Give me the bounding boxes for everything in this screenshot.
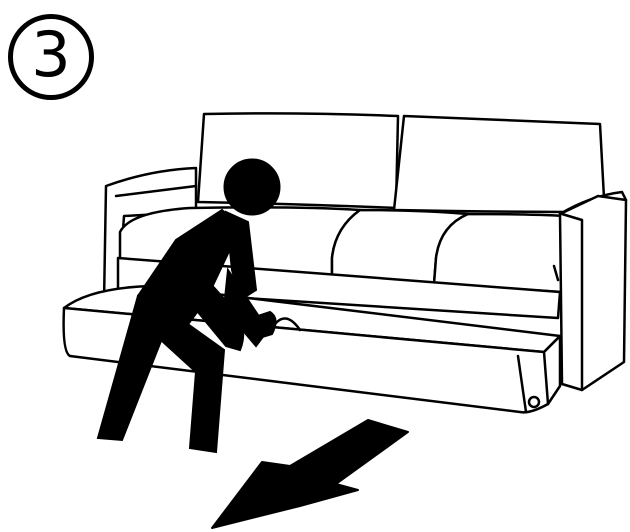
back-cushion-right <box>394 116 604 212</box>
seat-cushion-right <box>434 214 566 292</box>
caster-wheel <box>529 397 539 407</box>
arrow-icon <box>212 420 408 528</box>
person-head <box>224 159 280 215</box>
right-armrest <box>560 196 626 390</box>
